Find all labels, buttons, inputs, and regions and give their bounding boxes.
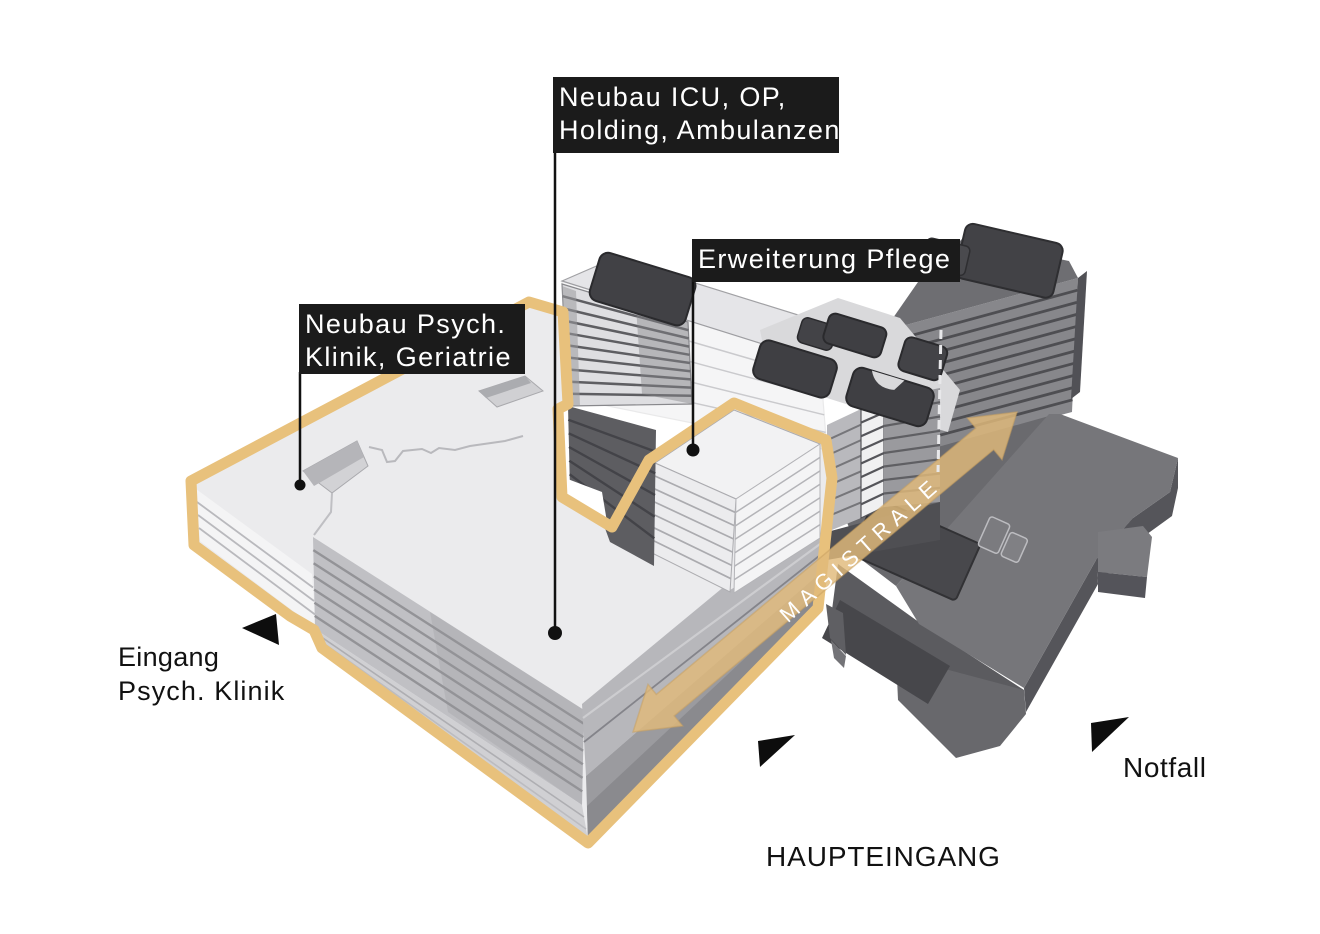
svg-text:Psych. Klinik: Psych. Klinik <box>118 676 285 706</box>
svg-text:Holding, Ambulanzen: Holding, Ambulanzen <box>559 115 841 145</box>
svg-text:HAUPTEINGANG: HAUPTEINGANG <box>766 841 1001 872</box>
svg-text:Erweiterung Pflege: Erweiterung Pflege <box>698 244 951 274</box>
svg-text:Neubau Psych.: Neubau Psych. <box>305 309 506 339</box>
svg-text:Eingang: Eingang <box>118 642 219 672</box>
svg-text:Neubau ICU, OP,: Neubau ICU, OP, <box>559 82 787 112</box>
svg-text:Notfall: Notfall <box>1123 752 1207 783</box>
svg-text:Klinik, Geriatrie: Klinik, Geriatrie <box>305 342 512 372</box>
